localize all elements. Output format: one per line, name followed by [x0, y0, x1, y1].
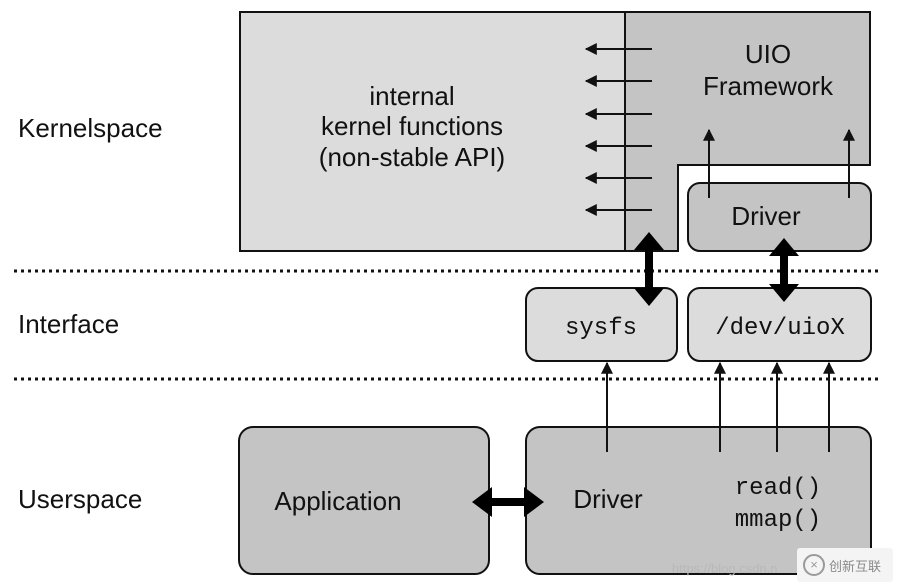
kernel-functions-box	[239, 11, 626, 252]
user-driver-mmap-call: mmap()	[735, 507, 821, 534]
user-driver-read-call: read()	[735, 475, 821, 502]
uio-framework-box	[624, 11, 871, 252]
sysfs-box	[525, 287, 678, 362]
sysfs-label: sysfs	[565, 315, 637, 342]
layer-label-interface: Interface	[18, 309, 119, 339]
kernel-functions-line3: (non-stable API)	[319, 142, 505, 172]
watermark-logo-text: 创新互联	[829, 559, 882, 575]
watermark-logo-icon: ×	[803, 554, 825, 576]
kernel-driver-label: Driver	[731, 201, 801, 231]
user-driver-label: Driver	[573, 484, 643, 514]
kernel-functions-line1: internal	[369, 81, 454, 111]
uio-framework-line1: UIO	[745, 39, 791, 69]
dev-uio-label: /dev/uioX	[715, 315, 845, 342]
layer-label-kernelspace: Kernelspace	[18, 113, 163, 143]
devuio-driver-double-arrow	[769, 238, 799, 302]
layer-label-userspace: Userspace	[18, 484, 142, 514]
kernel-functions-line2: kernel functions	[321, 111, 503, 141]
uio-framework-line2: Framework	[703, 71, 834, 101]
kernel-call-arrows	[584, 43, 652, 216]
application-driver-double-arrow	[472, 487, 544, 517]
application-label: Application	[274, 486, 401, 516]
sysfs-framework-double-arrow	[634, 232, 664, 306]
watermark-logo: × 创新互联	[797, 548, 893, 582]
watermark-url: https://blog.csdn.n	[672, 561, 778, 576]
